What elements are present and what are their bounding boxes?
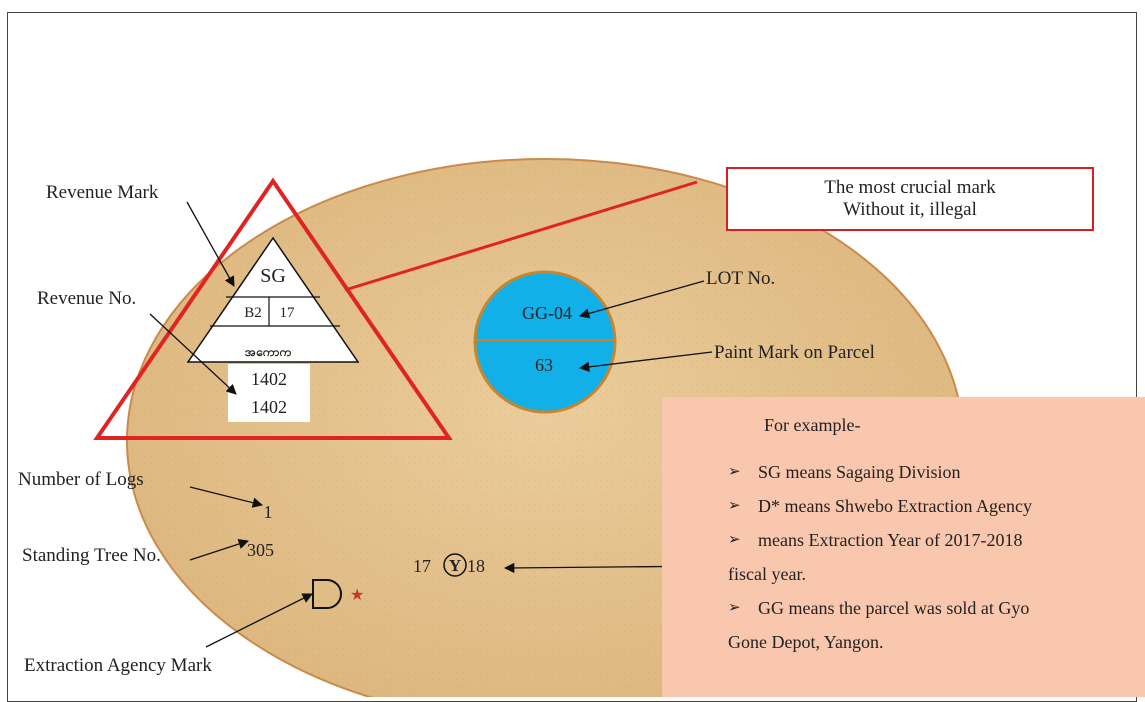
paint-mark-value: 63 [535,355,553,375]
example-intro: For example- [764,415,861,435]
bullet-arrow-icon: ➢ [728,498,741,514]
revenue-script-text: အကောက [245,345,291,359]
logs-value: 1 [264,502,273,522]
revenue-no-1: 1402 [251,369,287,389]
example-item-text: D* means Shwebo Extraction Agency [758,496,1032,516]
arrow-extraction-agency [205,593,313,648]
arrow-revenue-no [149,313,237,395]
callout-line-2: Without it, illegal [843,199,977,220]
bullet-arrow-icon: ➢ [728,532,741,548]
year-mark-left: 17 [413,556,431,576]
lot-number-value: GG-04 [522,303,572,323]
revenue-mark-label: Revenue Mark [46,182,159,203]
callout-line-1: The most crucial mark [824,177,996,198]
arrow-standing-tree [189,538,249,561]
year-mark-circle [443,553,467,577]
example-panel: For example- ➢ SG means Sagaing Division… [662,397,1145,697]
example-item-depot: ➢ GG means the parcel was sold at Gyo Go… [728,591,1138,659]
example-item-sg: ➢ SG means Sagaing Division [728,455,1138,489]
example-item-continuation: Gone Depot, Yangon. [728,632,884,652]
example-item-text: means Extraction Year of 2017-2018 [758,530,1023,550]
lot-paint-circle [473,270,617,414]
example-item-agency: ➢ D* means Shwebo Extraction Agency [728,489,1138,523]
bullet-arrow-icon: ➢ [728,600,741,616]
example-list: ➢ SG means Sagaing Division ➢ D* means S… [728,455,1138,659]
example-item-year: ➢ means Extraction Year of 2017-2018 fis… [728,523,1138,591]
star-icon: ★ [350,587,364,604]
crucial-mark-triangle [93,177,453,440]
extraction-agency-label: Extraction Agency Mark [24,655,212,676]
lot-label: LOT No. [706,268,775,289]
example-item-text: GG means the parcel was sold at Gyo [758,598,1030,618]
crucial-mark-callout: The most crucial mark Without it, illega… [726,167,1094,231]
bullet-arrow-icon: ➢ [728,464,741,480]
arrow-logs [189,486,264,508]
extraction-agency-d-mark [312,579,342,609]
revenue-no-box [228,364,310,422]
example-item-text: SG means Sagaing Division [758,462,961,482]
year-mark-letter: Y [449,556,461,575]
revenue-code: SG [260,265,286,287]
revenue-mark-pyramid [186,236,360,363]
arrow-revenue-mark [186,201,235,287]
callout-connector-line [344,180,698,292]
logs-label: Number of Logs [18,469,144,490]
standing-tree-value: 305 [247,540,274,560]
arrow-lot [578,280,705,319]
revenue-no-2: 1402 [251,397,287,417]
paint-mark-label: Paint Mark on Parcel [714,342,875,363]
arrow-paint-mark [578,351,713,373]
standing-tree-label: Standing Tree No. [22,545,161,566]
year-mark-right: 18 [467,556,485,576]
revenue-cell-left: B2 [244,305,262,321]
example-item-continuation: fiscal year. [728,564,806,584]
revenue-cell-right: 17 [280,305,296,321]
revenue-no-label: Revenue No. [37,288,136,309]
